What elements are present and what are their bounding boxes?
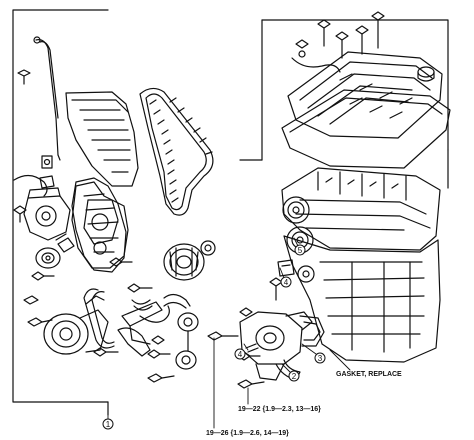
- pcv-hose: [291, 57, 341, 73]
- valve-cover-bolt-4: [335, 31, 349, 59]
- bolt-left-lower: [31, 271, 55, 281]
- crank-sprocket-right: [297, 265, 315, 283]
- bracket-part-4: [277, 259, 295, 277]
- left-assembly-bracket: [12, 9, 109, 416]
- timing-belt: [139, 87, 214, 216]
- cylinder-head: [281, 167, 441, 251]
- svg-text:3: 3: [318, 354, 323, 363]
- bolt-pump-2: [55, 233, 75, 253]
- crank-sprocket: [200, 240, 216, 256]
- bolt-pump-c: [237, 379, 265, 389]
- adjusting-bracket: [121, 301, 163, 345]
- power-steering-pump: [43, 295, 109, 355]
- bolt-middle-2: [147, 349, 171, 359]
- svg-text:5: 5: [298, 246, 303, 255]
- bolt-pump-left: [13, 205, 27, 223]
- timing-belt-cover-upper: [65, 91, 139, 187]
- idler-pulley-lower: [175, 350, 197, 370]
- gasket-replace-note: GASKET, REPLACE: [336, 371, 402, 378]
- torque-spec-a: 19—22 {1.9—2.3, 13—16}: [238, 406, 321, 413]
- small-mount-bracket: [39, 155, 55, 189]
- right-assembly-bracket: [239, 19, 449, 189]
- drive-belt: [83, 288, 115, 349]
- bolt-middle-1: [127, 283, 153, 293]
- oil-pump-assembly: [23, 187, 71, 241]
- bolt-middle-3: [151, 335, 165, 345]
- tension-arm: [117, 327, 151, 357]
- valve-cover-bolt-3: [371, 11, 385, 49]
- svg-text:4: 4: [284, 278, 289, 287]
- camshaft-sprocket-upper: [282, 196, 310, 224]
- oil-filler-cap: [417, 66, 435, 82]
- bolt-center-lower: [109, 257, 133, 267]
- engine-block: [283, 235, 441, 363]
- curved-hose-a: [163, 293, 191, 309]
- valve-cover-bolt-5: [295, 39, 309, 58]
- bolt-ps-2: [23, 295, 39, 305]
- svg-text:2: 2: [292, 372, 297, 381]
- callout-4-lower: 4: [234, 348, 246, 360]
- sensor-wire: [13, 174, 48, 197]
- bolt-pump-e: [239, 307, 253, 317]
- callout-3: 3: [314, 352, 326, 364]
- bolt-ps-4: [147, 373, 175, 383]
- callout-5: 5: [294, 244, 306, 256]
- callout-1: 1: [102, 418, 114, 430]
- svg-text:4: 4: [238, 350, 243, 359]
- curved-hose-b: [131, 299, 153, 311]
- clamp-strap: [139, 305, 170, 323]
- idler-pulley-left: [35, 247, 61, 269]
- accessory-bracket: [71, 181, 129, 269]
- valve-cover-bolt-1: [317, 19, 331, 47]
- svg-text:1: 1: [106, 420, 111, 429]
- valve-cover-bolt-2: [355, 25, 369, 55]
- bolt-ps-3: [93, 347, 119, 357]
- callout-2: 2: [288, 370, 300, 382]
- dipstick: [33, 36, 61, 161]
- bolt-top-left: [17, 69, 31, 85]
- bracket-part-5: [245, 343, 259, 353]
- leader-lines: [107, 237, 351, 429]
- pump-gasket: [299, 315, 325, 347]
- bolt-pump-d: [269, 277, 283, 301]
- timing-belt-cover-lower: [71, 177, 127, 273]
- bolt-pump-a: [207, 331, 239, 341]
- callout-4-upper: 4: [280, 276, 292, 288]
- torque-spec-b: 19—26 {1.9—2.6, 14—19}: [206, 430, 289, 437]
- crankshaft-pulley: [163, 243, 205, 281]
- idler-pulley-upper: [177, 312, 199, 332]
- bolt-ps-1: [27, 317, 53, 327]
- valve-cover-gasket: [281, 89, 451, 169]
